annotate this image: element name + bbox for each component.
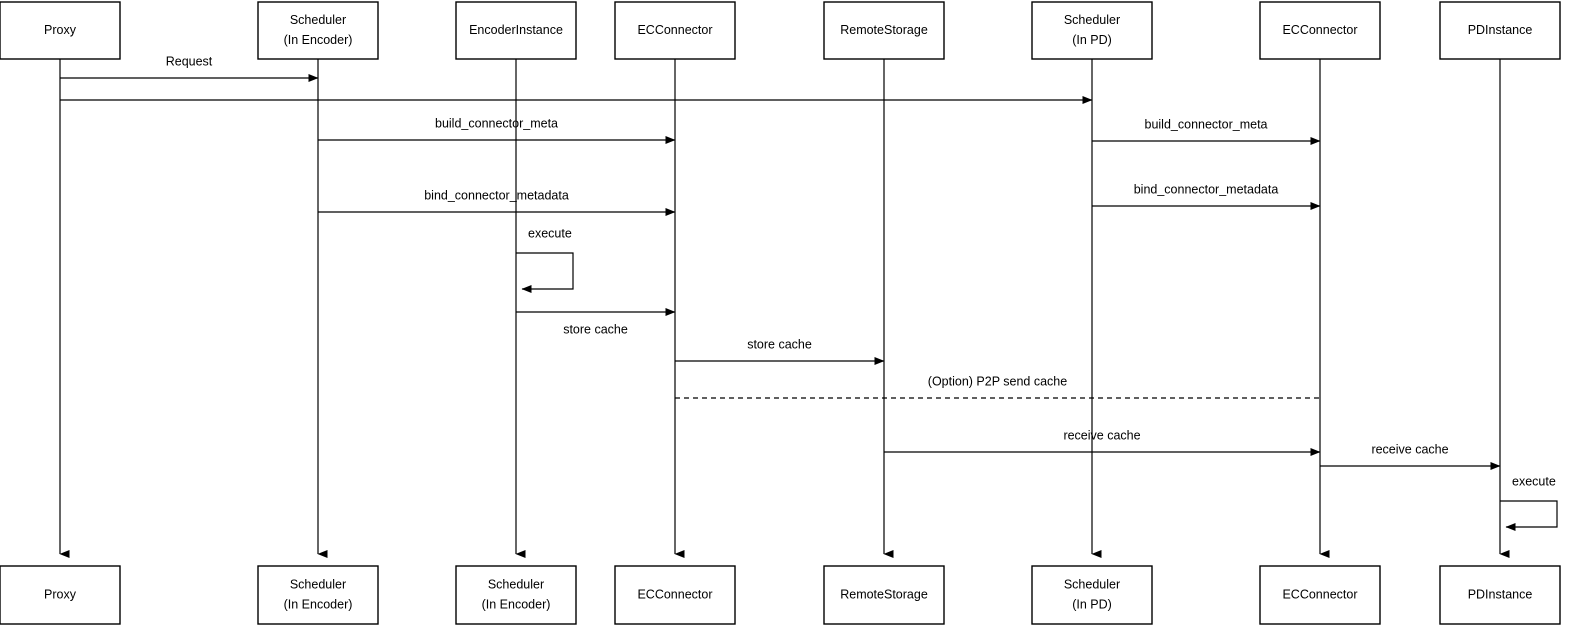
lane-label-line1: ECConnector <box>637 587 712 601</box>
lane-box-bottom-ecconn-enc[interactable]: ECConnector <box>614 565 736 625</box>
lane-label-line1: Scheduler <box>488 577 544 591</box>
lane-label-line1: Scheduler <box>1064 13 1120 27</box>
self-message-s1 <box>516 252 574 293</box>
lane-label-line1: Proxy <box>44 23 77 37</box>
lane-label-line1: Scheduler <box>1064 577 1120 591</box>
message-label-m6: bind_connector_metadata <box>1134 182 1279 196</box>
message-label-m11: receive cache <box>1371 442 1448 456</box>
self-message-label-s2: execute <box>1512 474 1556 488</box>
lane-box-top-pdinstance[interactable]: PDInstance <box>1439 1 1561 60</box>
lane-box-top-sched-enc[interactable]: Scheduler (In Encoder) <box>257 1 379 60</box>
lane-label-line1: ECConnector <box>1282 23 1357 37</box>
lane-box-top-proxy[interactable]: Proxy <box>0 1 121 60</box>
lane-label-line2: (In Encoder) <box>284 33 353 47</box>
lane-box-bottom-sched-pd[interactable]: Scheduler (In PD) <box>1031 565 1153 625</box>
message-label-m5: bind_connector_metadata <box>424 188 569 202</box>
message-label-m8: store cache <box>747 337 812 351</box>
lifelines-group <box>59 59 1510 558</box>
message-label-m1: Request <box>166 54 213 68</box>
message-label-m10: receive cache <box>1063 428 1140 442</box>
message-label-m7: store cache <box>563 322 628 336</box>
lane-label-line2: (In PD) <box>1072 597 1112 611</box>
lane-box-bottom-sched-enc[interactable]: Scheduler (In Encoder) <box>257 565 379 625</box>
lane-label-line1: Proxy <box>44 587 77 601</box>
self-message-s2 <box>1500 500 1558 531</box>
message-label-m9: (Option) P2P send cache <box>928 374 1067 388</box>
lane-label-line1: Scheduler <box>290 13 346 27</box>
lane-box-top-encoder-inst[interactable]: EncoderInstance <box>455 1 577 60</box>
lane-label-line1: RemoteStorage <box>840 587 928 601</box>
lane-box-top-sched-pd[interactable]: Scheduler (In PD) <box>1031 1 1153 60</box>
lane-box-top-ecconn-enc[interactable]: ECConnector <box>614 1 736 60</box>
lane-box-top-remotestore[interactable]: RemoteStorage <box>823 1 945 60</box>
lane-label-line2: (In PD) <box>1072 33 1112 47</box>
lane-label-line1: RemoteStorage <box>840 23 928 37</box>
lane-label-line2: (In Encoder) <box>482 597 551 611</box>
self-messages-group: execute execute <box>516 226 1558 531</box>
messages-group: Request build_connector_meta build_connect… <box>60 54 1501 470</box>
lane-box-bottom-pdinstance[interactable]: PDInstance <box>1439 565 1561 625</box>
lane-label-line1: ECConnector <box>637 23 712 37</box>
self-message-label-s1: execute <box>528 226 572 240</box>
lane-box-bottom-remotestore[interactable]: RemoteStorage <box>823 565 945 625</box>
lane-box-bottom-ecconn-pd[interactable]: ECConnector <box>1259 565 1381 625</box>
message-label-m3: build_connector_meta <box>435 116 558 130</box>
lane-label-line1: PDInstance <box>1468 23 1533 37</box>
lane-label-line1: Scheduler <box>290 577 346 591</box>
lane-label-line1: ECConnector <box>1282 587 1357 601</box>
lane-label-line2: (In Encoder) <box>284 597 353 611</box>
lane-box-top-ecconn-pd[interactable]: ECConnector <box>1259 1 1381 60</box>
lane-box-bottom-encoder-inst[interactable]: Scheduler (In Encoder) <box>455 565 577 625</box>
message-label-m4: build_connector_meta <box>1145 117 1268 131</box>
lane-label-line1: EncoderInstance <box>469 23 563 37</box>
lane-box-bottom-proxy[interactable]: Proxy <box>0 565 121 625</box>
lane-label-line1: PDInstance <box>1468 587 1533 601</box>
